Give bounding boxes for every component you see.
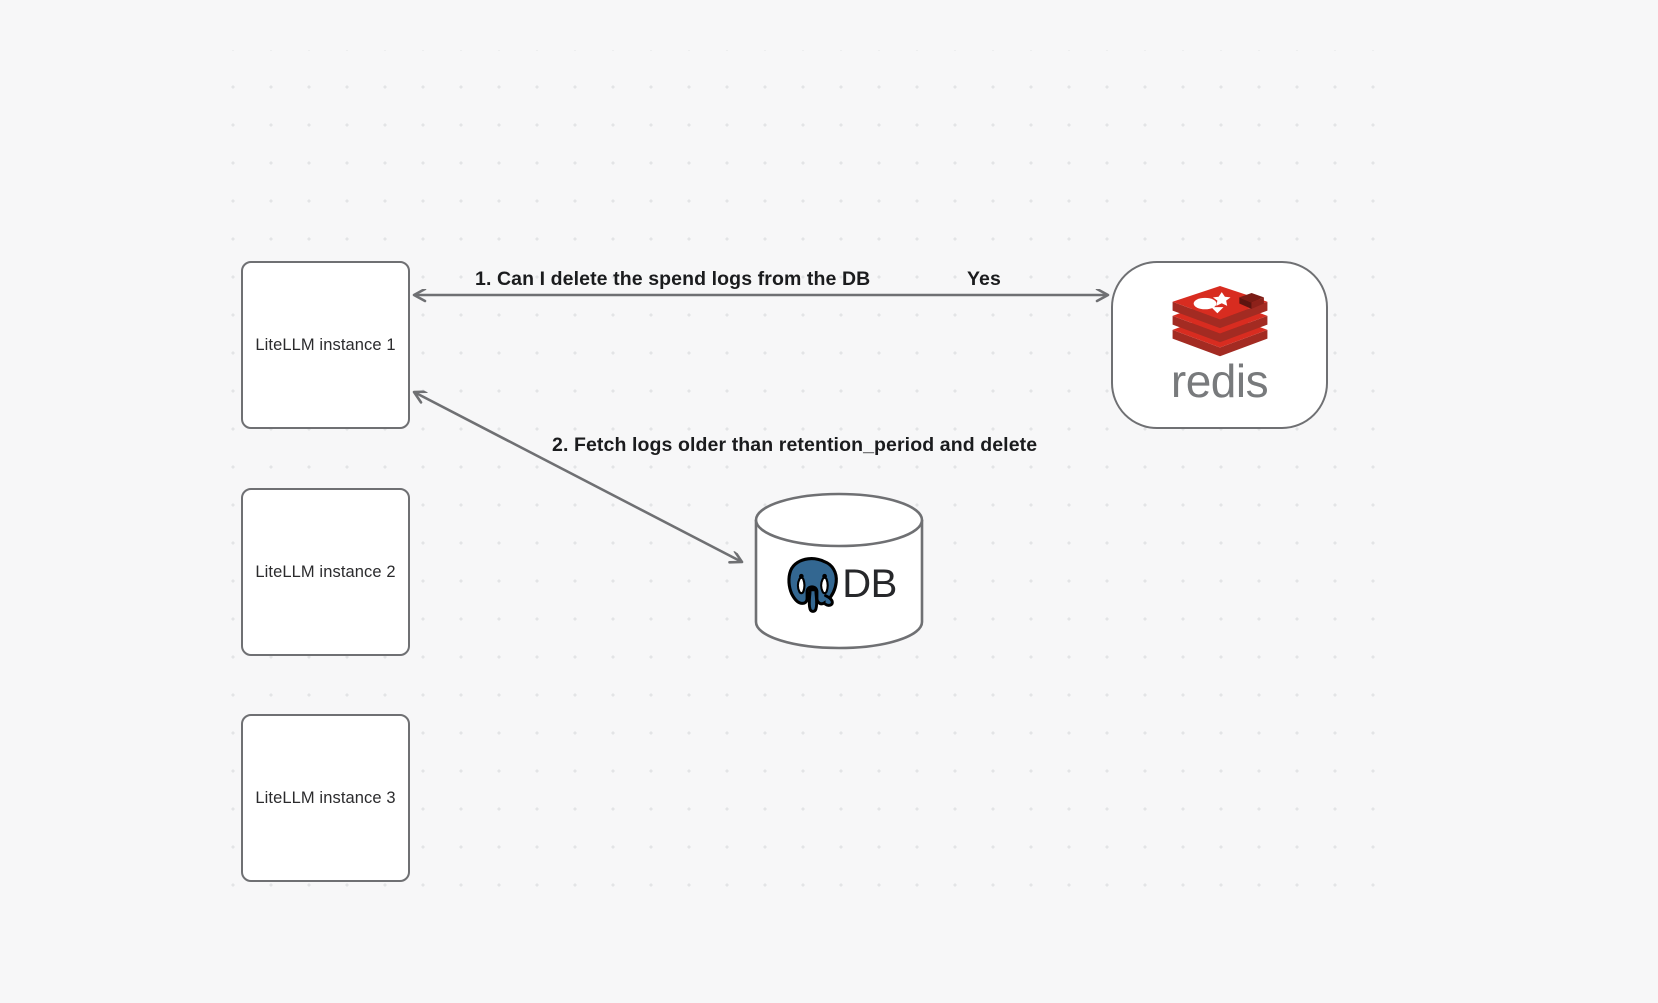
node-litellm-instance-1[interactable]: LiteLLM instance 1 — [241, 261, 410, 429]
node-litellm-instance-2-label: LiteLLM instance 2 — [255, 562, 396, 581]
cylinder-shape — [754, 492, 924, 650]
node-litellm-instance-1-label: LiteLLM instance 1 — [255, 335, 396, 354]
database-logo-row: DB — [754, 544, 924, 624]
edge-label-step-1: 1. Can I delete the spend logs from the … — [475, 268, 871, 290]
edge-label-step-2: 2. Fetch logs older than retention_perio… — [552, 434, 1038, 456]
node-litellm-instance-3[interactable]: LiteLLM instance 3 — [241, 714, 410, 882]
redis-wordmark-label: redis — [1170, 355, 1269, 407]
edge-litellm1-db — [414, 392, 742, 562]
node-litellm-instance-3-label: LiteLLM instance 3 — [255, 788, 396, 807]
edge-label-step-1-answer: Yes — [967, 268, 1001, 290]
redis-logo-icon — [1172, 286, 1267, 357]
database-label: DB — [842, 562, 897, 606]
node-database[interactable]: DB — [754, 492, 924, 650]
postgresql-elephant-icon — [787, 557, 839, 613]
node-litellm-instance-2[interactable]: LiteLLM instance 2 — [241, 488, 410, 656]
node-redis[interactable]: redis — [1111, 261, 1328, 429]
